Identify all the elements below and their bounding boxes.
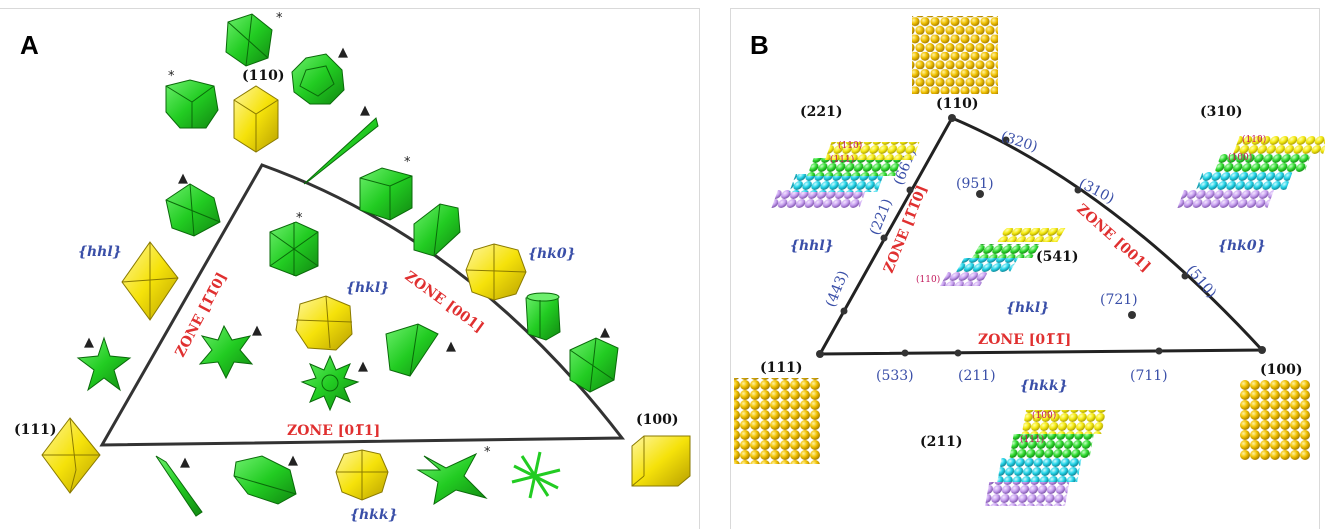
- fcc-100-surface-atoms: [1240, 380, 1310, 460]
- yellow-cube-icon: [631, 435, 691, 487]
- yellow-hexoctahedron-icon: [295, 295, 353, 351]
- step-label-110: (110): [916, 274, 940, 285]
- green-cube-icon: [359, 167, 413, 221]
- green-tetrakis-hexahedron-icon: [225, 13, 273, 67]
- stereographic-triangle: [817, 116, 1266, 356]
- step-label-110: (110): [838, 140, 862, 151]
- star-marker: *: [296, 211, 303, 226]
- step-label-100: (100): [1228, 152, 1252, 163]
- stepped-surface-541: (110): [916, 228, 1066, 286]
- fcc-111-surface-atoms: [734, 378, 820, 464]
- green-six-point-star-icon: [198, 324, 254, 380]
- vertex-111-label: (111): [14, 422, 56, 438]
- panel-b-frame: [730, 8, 1320, 529]
- panel-b-label: B: [750, 30, 769, 60]
- vertex-110-label: (110): [936, 96, 978, 112]
- family-hhl-label: {hhl}: [790, 238, 834, 254]
- triangle-marker: ▲: [360, 103, 370, 118]
- yellow-tetrahexahedron-icon: [465, 243, 527, 301]
- yellow-rhombic-dodecahedron-icon: [233, 85, 279, 153]
- point-211-label: (211): [958, 368, 996, 384]
- surface-211-label: (211): [920, 434, 962, 450]
- green-branched-star-icon: [511, 451, 561, 499]
- green-elongated-prism-icon: [413, 203, 461, 257]
- step-label-111: (111): [1020, 434, 1044, 445]
- triangle-marker: ▲: [180, 455, 190, 470]
- step-label-111: (111): [830, 154, 854, 165]
- point-711-label: (711): [1130, 368, 1168, 384]
- triangle-marker: ▲: [338, 45, 348, 60]
- zone-01-1-label: ZONE [01̅1]: [287, 423, 380, 439]
- triangle-marker: ▲: [446, 339, 456, 354]
- green-rhombohedron-icon: [569, 337, 619, 393]
- panel-a-frame: [0, 8, 700, 529]
- surface-541-label: (541): [1036, 249, 1078, 265]
- family-hk0-label: {hk0}: [1218, 238, 1266, 254]
- triangle-marker: ▲: [358, 359, 368, 374]
- vertex-111-label: (111): [760, 360, 802, 376]
- family-hkl-label: {hkl}: [1006, 300, 1049, 316]
- panel-b: B (110) (111) (100) (221) (310) (541) (2…: [730, 0, 1325, 529]
- triangle-marker: ▲: [288, 453, 298, 468]
- triangle-marker: ▲: [600, 325, 610, 340]
- star-marker: *: [404, 155, 411, 170]
- family-hhl-label: {hhl}: [78, 244, 122, 260]
- panel-a-label: A: [20, 30, 39, 60]
- step-label-110: (110): [1242, 134, 1266, 145]
- zone-01-1-label: ZONE [01̅1̅]: [978, 332, 1071, 348]
- triangle-marker: ▲: [178, 171, 188, 186]
- family-hk0-label: {hk0}: [528, 246, 576, 262]
- green-hexagonal-prism-icon: [525, 292, 561, 341]
- green-four-point-star-icon: [416, 452, 488, 506]
- triangle-vertex-dots: [816, 114, 1266, 358]
- family-hkl-label: {hkl}: [346, 280, 389, 296]
- triangle-marker: ▲: [84, 335, 94, 350]
- yellow-trapezohedron-hhl-icon: [121, 241, 179, 321]
- yellow-octahedron-icon: [41, 417, 101, 494]
- vertex-110-label: (110): [242, 68, 284, 84]
- green-dodecagonal-star-icon: [300, 354, 360, 412]
- panel-a: A (110) (111) (100) {hhl} {hk0} {hkl} {h…: [0, 8, 700, 529]
- panel-b-diagram: B (110) (111) (100) (221) (310) (541) (2…: [734, 16, 1325, 506]
- family-hkk-label: {hkk}: [350, 507, 398, 523]
- family-hkk-label: {hkk}: [1020, 378, 1068, 394]
- vertex-100-label: (100): [636, 412, 678, 428]
- surface-221-label: (221): [800, 104, 842, 120]
- star-marker: *: [276, 11, 283, 26]
- green-truncated-octahedron-icon: [291, 53, 345, 105]
- stepped-surface-221: (110) (111): [771, 140, 920, 208]
- green-trigonal-icon: [165, 183, 221, 237]
- yellow-trapezohedron-hkk-icon: [335, 449, 389, 501]
- vertex-100-label: (100): [1260, 362, 1302, 378]
- green-star-shape-icon: [76, 336, 132, 392]
- point-721-label: (721): [1100, 292, 1138, 308]
- star-marker: *: [168, 69, 175, 84]
- fcc-110-surface-atoms: [912, 16, 998, 94]
- step-label-100: (100): [1032, 410, 1056, 421]
- panel-a-diagram: A (110) (111) (100) {hhl} {hk0} {hkl} {h…: [14, 11, 691, 523]
- green-wedge-icon: [385, 323, 439, 377]
- green-tetrakis-cube-icon: [269, 221, 319, 277]
- green-star-polyhedron-icon: [165, 79, 219, 129]
- point-951-label: (951): [956, 176, 994, 192]
- surface-310-label: (310): [1200, 104, 1242, 120]
- green-needle-icon: [303, 117, 379, 185]
- point-533-label: (533): [876, 368, 914, 384]
- green-thin-spike-icon: [155, 455, 203, 517]
- point-510-label: (510): [1183, 262, 1219, 301]
- stepped-surface-211: (100) (111): [985, 410, 1106, 506]
- star-marker: *: [484, 445, 491, 460]
- green-elongated-bipyramid-icon: [233, 455, 297, 505]
- stepped-surface-310: (100) (110): [1177, 134, 1325, 208]
- point-221-label: (221): [867, 197, 896, 238]
- triangle-marker: ▲: [252, 323, 262, 338]
